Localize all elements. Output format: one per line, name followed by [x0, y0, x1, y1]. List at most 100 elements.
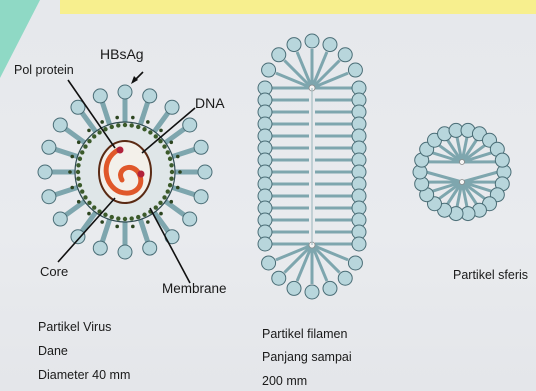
core-label: Core — [40, 264, 68, 279]
filament-bead — [348, 63, 362, 77]
envelope-protein-dot — [176, 155, 180, 159]
envelope-protein-dot — [115, 116, 119, 120]
hbsag-spike-head — [42, 190, 56, 204]
hbsag-spike-head — [143, 89, 157, 103]
pol-protein-dot — [117, 147, 124, 154]
envelope-protein-dot — [80, 150, 84, 154]
envelope-protein-dot — [169, 163, 173, 167]
filament-bead — [338, 48, 352, 62]
dane-caption-line-3: Diameter 40 mm — [38, 369, 130, 382]
hbsag-spike-stalk — [173, 187, 196, 194]
envelope-protein-dot — [100, 120, 104, 124]
envelope-protein-dot — [166, 189, 170, 193]
envelope-protein-dot — [103, 213, 107, 217]
envelope-protein-dot — [169, 140, 173, 144]
envelope-protein-dot — [142, 213, 146, 217]
hbsag-spike-head — [118, 85, 132, 99]
spherical-center-dot — [460, 180, 465, 185]
filament-bead — [352, 237, 366, 251]
pol-protein-dot — [138, 171, 145, 178]
hbsag-spike-head — [93, 241, 107, 255]
hbsag-spike-head — [194, 190, 208, 204]
hbsag-spike-head — [53, 212, 67, 226]
envelope-protein-dot — [162, 195, 166, 199]
envelope-protein-dot — [116, 123, 120, 127]
envelope-protein-dot — [83, 144, 87, 148]
envelope-protein-dot — [92, 134, 96, 138]
hbsag-spike-stalk — [55, 187, 78, 194]
filament-lipid-stalks — [271, 49, 353, 284]
filamen-caption-line-2: Panjang sampai — [262, 351, 352, 364]
filament-bead — [323, 281, 337, 295]
hbsag-spike-head — [183, 118, 197, 132]
envelope-protein-dot — [168, 183, 172, 187]
filament-bead — [338, 271, 352, 285]
hbsag-spike-head — [118, 245, 132, 259]
filament-bead — [287, 38, 301, 52]
dna-label: DNA — [195, 95, 225, 111]
spherical-stalk — [426, 172, 462, 182]
envelope-protein-dot — [136, 125, 140, 129]
envelope-protein-dot — [129, 123, 133, 127]
envelope-protein-dot — [87, 201, 91, 205]
envelope-protein-dot — [131, 225, 135, 229]
hbsag-label: HBsAg — [100, 46, 144, 62]
envelope-protein-dot — [77, 200, 81, 204]
hbsag-spike-head — [143, 241, 157, 255]
envelope-protein-dot — [110, 125, 114, 129]
envelope-protein-dot — [115, 225, 119, 229]
partikel-sferis-label: Partikel sferis — [453, 268, 528, 282]
envelope-protein-dot — [87, 139, 91, 143]
dane-caption-line-2: Dane — [38, 345, 68, 358]
envelope-protein-dot — [70, 186, 74, 190]
envelope-protein-dot — [169, 200, 173, 204]
filament-bead — [262, 256, 276, 270]
filament-bead — [323, 38, 337, 52]
envelope-protein-dot — [78, 157, 82, 161]
envelope-protein-dot — [158, 201, 162, 205]
filament-bead — [272, 271, 286, 285]
hbsag-spike-head — [165, 100, 179, 114]
pol-protein-label: Pol protein — [14, 63, 74, 77]
hbsag-spike-stalk — [65, 129, 84, 143]
envelope-protein-dot — [168, 157, 172, 161]
hbsag-spike-head — [71, 230, 85, 244]
filament-bead — [258, 237, 272, 251]
envelope-protein-dot — [123, 217, 127, 221]
envelope-protein-dot — [146, 120, 150, 124]
dane-particle — [38, 72, 212, 283]
envelope-protein-dot — [159, 212, 163, 216]
filament-particle — [258, 34, 366, 299]
hbsag-spike-head — [183, 212, 197, 226]
envelope-protein-dot — [159, 129, 163, 133]
envelope-protein-dot — [83, 195, 87, 199]
envelope-protein-dot — [169, 176, 173, 180]
envelope-protein-dot — [166, 150, 170, 154]
envelope-protein-dot — [176, 186, 180, 190]
envelope-protein-dot — [178, 170, 182, 174]
filament-bead — [348, 256, 362, 270]
hbsag-spike-head — [53, 118, 67, 132]
filament-bead — [305, 285, 319, 299]
hbsag-spike-stalk — [55, 149, 78, 156]
envelope-protein-dot — [110, 215, 114, 219]
envelope-protein-dot — [68, 170, 72, 174]
hbsag-spike-stalk — [65, 201, 84, 215]
envelope-protein-dot — [154, 205, 158, 209]
envelope-protein-dot — [154, 134, 158, 138]
filament-bead — [272, 48, 286, 62]
filamen-caption-line-3: 200 mm — [262, 375, 307, 388]
hbsag-spike-head — [42, 140, 56, 154]
spherical-center-dot — [460, 160, 465, 165]
hbsag-spike-stalk — [82, 112, 96, 131]
spherical-stalk — [462, 172, 498, 182]
spherical-bead — [495, 153, 509, 167]
hbsag-spike-stalk — [154, 112, 168, 131]
envelope-protein-dot — [158, 139, 162, 143]
envelope-protein-dot — [148, 130, 152, 134]
envelope-protein-dot — [131, 116, 135, 120]
envelope-protein-dot — [78, 183, 82, 187]
envelope-protein-dot — [123, 123, 127, 127]
envelope-protein-dot — [87, 129, 91, 133]
